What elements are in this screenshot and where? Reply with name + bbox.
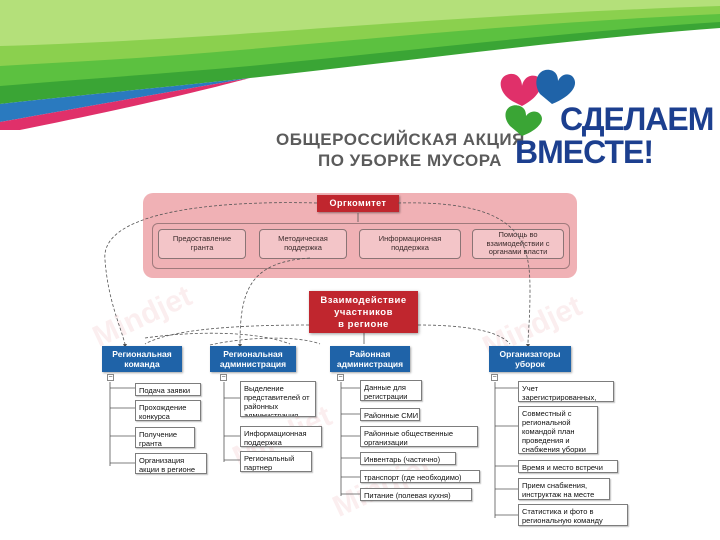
list-item: Районные СМИ [360, 408, 420, 421]
collapse-toggle-icon[interactable]: − [337, 374, 344, 381]
logo-text-line2: ВМЕСТЕ! [515, 134, 654, 170]
list-item: Учет зарегистрированных, проведение инфо [518, 381, 614, 402]
list-item: Время и место встречи [518, 460, 618, 473]
list-item: Получение гранта [135, 427, 195, 448]
list-item: Данные для регистрации [360, 380, 422, 401]
orgcom-item: Методическая поддержка [259, 229, 347, 259]
list-item: транспорт (где необходимо) [360, 470, 480, 483]
list-item: Информационная поддержка [240, 426, 322, 447]
list-item: Организация акции в регионе [135, 453, 207, 474]
column-head-cleanup-organizers: Организаторы уборок [489, 346, 571, 372]
list-item: Статистика и фото в региональную команду [518, 504, 628, 526]
interaction-line2: участников [334, 307, 393, 318]
interaction-line3: в регионе [338, 319, 389, 330]
interaction-line1: Взаимодействие [320, 295, 407, 306]
orgcom-inner-frame [152, 223, 570, 269]
collapse-toggle-icon[interactable]: − [491, 374, 498, 381]
orgcom-item: Информационная поддержка [359, 229, 461, 259]
interaction-box: Взаимодействие участников в регионе [309, 291, 418, 333]
orgcom-title: Оргкомитет [317, 195, 399, 212]
orgcom-item: Помощь во взаимодействии с органами влас… [472, 229, 564, 259]
list-item: Совместный с региональной командой план … [518, 406, 598, 454]
list-item: Инвентарь (частично) [360, 452, 456, 465]
collapse-toggle-icon[interactable]: − [107, 374, 114, 381]
header-banner [0, 0, 720, 130]
list-item: Районные общественные организации [360, 426, 478, 447]
list-item: Выделение представителей от районных адм… [240, 381, 316, 417]
logo-text-line1: СДЕЛАЕМ [560, 101, 714, 137]
page-title-line2: ПО УБОРКЕ МУСОРА [318, 151, 502, 170]
clover-hearts-logo-icon [500, 69, 576, 136]
column-head-district-admin: Районная администрация [330, 346, 410, 372]
list-item: Подача заявки [135, 383, 201, 396]
list-item: Региональный партнер [240, 451, 312, 472]
column-head-regional-admin: Региональная администрация [210, 346, 296, 372]
list-item: Питание (полевая кухня) [360, 488, 472, 501]
orgcom-item: Предоставление гранта [158, 229, 246, 259]
list-item: Прием снабжения, инструктаж на месте [518, 478, 610, 500]
page-title-line1: ОБЩЕРОССИЙСКАЯ АКЦИЯ [276, 130, 525, 149]
collapse-toggle-icon[interactable]: − [220, 374, 227, 381]
list-item: Прохождение конкурса [135, 400, 201, 421]
column-head-regional-team: Региональная команда [102, 346, 182, 372]
